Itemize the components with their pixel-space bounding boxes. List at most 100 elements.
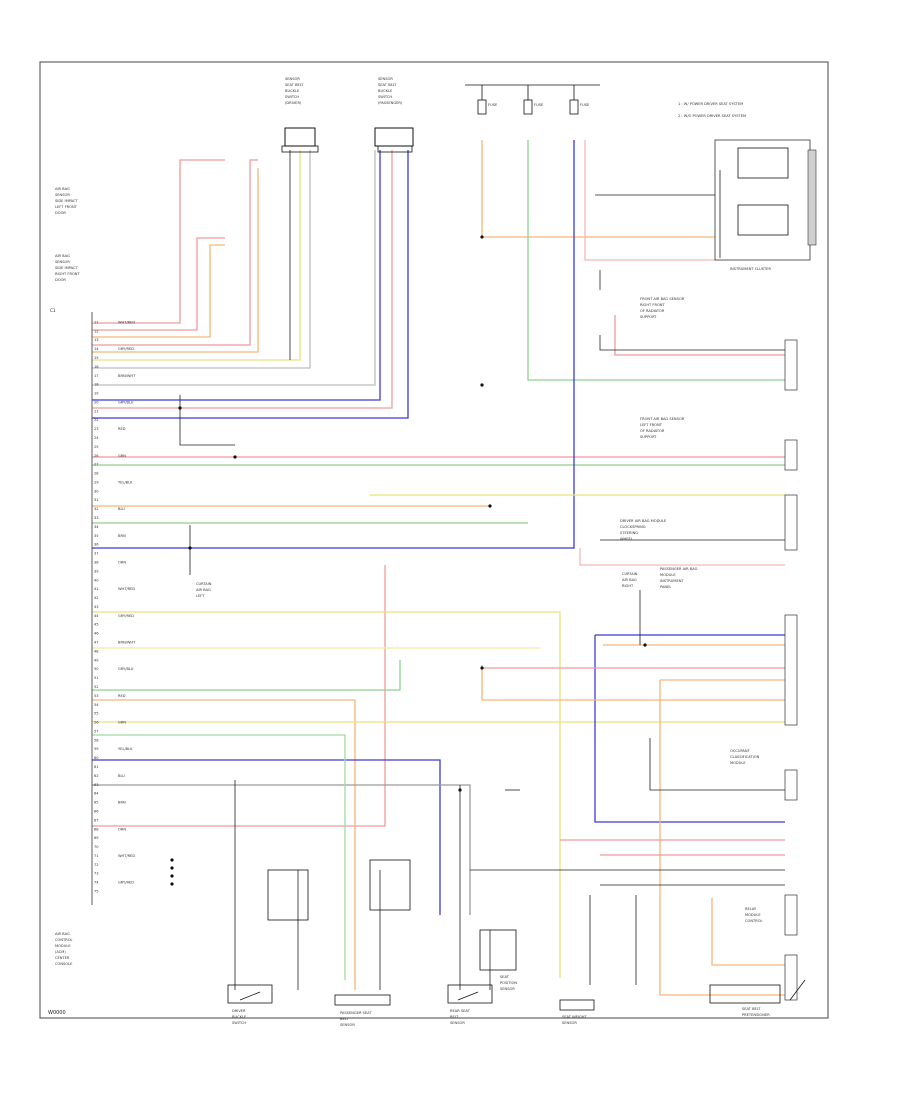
wire-color-label: GRY/BLU — [118, 400, 134, 404]
pretens-box — [784, 954, 798, 1001]
pin-number: 13 — [94, 338, 99, 342]
pin-number: 16 — [94, 365, 99, 369]
wire-orange-low — [92, 699, 356, 990]
bottom-rear-switch-label: REAR SEAT BELT SENSOR — [450, 1009, 471, 1025]
wire-yellow-1 — [92, 150, 301, 361]
pin-number: 55 — [94, 712, 99, 716]
bottom-driver-switch-label: DRIVER BUCKLE SWITCH — [232, 1009, 247, 1025]
wire-red-4 — [92, 150, 393, 409]
wire-blue-fuse — [92, 140, 575, 549]
instrument-cluster-label: INSTRUMENT CLUSTER — [730, 267, 771, 271]
pin-number: 18 — [94, 383, 99, 387]
pin-number: 54 — [94, 703, 99, 707]
front-airbag-left-box — [784, 439, 798, 471]
pin-number: 71 — [94, 854, 99, 858]
pin-number: 65 — [94, 801, 99, 805]
wire-pink-right — [614, 315, 785, 356]
wire-red-3 — [92, 159, 258, 346]
wire-color-label: GRY/RED — [118, 347, 134, 351]
wire-orange-2 — [92, 168, 259, 353]
driver-airbag-label: DRIVER AIR BAG MODULE CLOCKSPRING STEERI… — [620, 519, 667, 541]
bottom-pass-switch-label: PASSENGER SEAT BELT SENSOR — [340, 1011, 373, 1027]
wire-color-label: YEL/BLK — [118, 747, 133, 751]
wire-orange-loop — [481, 665, 785, 701]
wire-color-label: ORN — [118, 560, 126, 564]
legend-line-1: 1 : W/ POWER DRIVER SEAT SYSTEM — [678, 102, 743, 106]
top-mid-sensor-label: SENSOR SEAT BELT BUCKLE SWITCH (PASSENGE… — [378, 77, 403, 105]
pin-number: 29 — [94, 480, 99, 484]
pin-number: 11 — [94, 320, 99, 324]
wire-pink-mid — [579, 548, 785, 566]
pin-number: 69 — [94, 836, 99, 840]
pin-number: 49 — [94, 658, 99, 662]
wire-color-label: WHT/RED — [118, 587, 135, 591]
wire-color-label: YEL/BLK — [118, 480, 133, 484]
occupant-box — [784, 769, 798, 801]
pin-number: 60 — [94, 756, 99, 760]
pin-number: 68 — [94, 827, 99, 831]
pin-number: 66 — [94, 809, 99, 813]
side-airbag-left-front: AIR BAG SENSOR SIDE IMPACT LEFT FRONT DO… — [55, 187, 79, 215]
pin-number: 27 — [94, 463, 99, 467]
pin-number: 25 — [94, 445, 99, 449]
pin-number: 37 — [94, 552, 99, 556]
pin-number: 14 — [94, 347, 99, 351]
pin-number: 12 — [94, 329, 99, 333]
wire-color-label: RED — [118, 694, 126, 698]
relay-box — [784, 894, 798, 936]
pin-number: 21 — [94, 409, 99, 413]
wire-red-2 — [92, 237, 225, 331]
top-mid-sensor: SENSOR SEAT BELT BUCKLE SWITCH (PASSENGE… — [374, 77, 414, 153]
pin-number: 36 — [94, 543, 99, 547]
curtain-right-label: CURTAIN AIR BAG RIGHT — [622, 572, 639, 588]
wire-black-12 — [649, 738, 785, 791]
wire-orange-1 — [92, 244, 225, 338]
srs-module-box — [784, 614, 798, 726]
pin-number: 23 — [94, 427, 99, 431]
pin-number: 20 — [94, 400, 99, 404]
pin-number: 58 — [94, 738, 99, 742]
pin-number: 32 — [94, 507, 99, 511]
wire-color-label: WHT/RED — [118, 854, 135, 858]
pin-number: 44 — [94, 614, 99, 618]
driver-airbag-box — [784, 494, 798, 551]
pin-number: 42 — [94, 596, 99, 600]
pin-number: 39 — [94, 569, 99, 573]
wire-blue-low — [92, 759, 441, 915]
diagram-border — [39, 61, 829, 1019]
fuse-label-2: FUSE — [534, 103, 544, 107]
pin-number: 34 — [94, 525, 99, 529]
srs-module-label: AIR BAG CONTROL MODULE (ACM) CENTER CONS… — [55, 932, 74, 966]
wire-color-label: BRN — [118, 801, 126, 805]
pin-number: 35 — [94, 534, 99, 538]
wire-color-label: BRN — [118, 534, 126, 538]
wire-color-label: WHT/RED — [118, 320, 135, 324]
pin-number: 47 — [94, 641, 99, 645]
pin-number: 33 — [94, 516, 99, 520]
wire-blue-1 — [92, 150, 381, 401]
pin-number: 28 — [94, 472, 99, 476]
pin-number: 41 — [94, 587, 99, 591]
wire-yellow-low-1 — [92, 611, 561, 978]
pin-number: 17 — [94, 374, 99, 378]
legend: 1 : W/ POWER DRIVER SEAT SYSTEM 2 : W/O … — [678, 102, 746, 118]
col-header: C1 — [50, 308, 56, 313]
wire-green-low-2 — [92, 734, 346, 980]
instrument-cluster: INSTRUMENT CLUSTER — [714, 139, 817, 271]
wire-green-fuse — [527, 140, 785, 381]
bottom-seat-weight-label: SEAT WEIGHT SENSOR — [562, 1015, 588, 1025]
fuse-label-3: FUSE — [580, 103, 590, 107]
wire-color-label: GRN — [118, 454, 126, 458]
splice-dots — [170, 235, 647, 886]
wire-black-15 — [599, 335, 785, 351]
pin-number: 64 — [94, 792, 99, 796]
wire-color-label: BLU — [118, 507, 125, 511]
pin-number: 73 — [94, 872, 99, 876]
pin-number: 46 — [94, 632, 99, 636]
pin-number: 19 — [94, 392, 99, 396]
wire-color-label: GRY/RED — [118, 881, 134, 885]
pin-number: 70 — [94, 845, 99, 849]
